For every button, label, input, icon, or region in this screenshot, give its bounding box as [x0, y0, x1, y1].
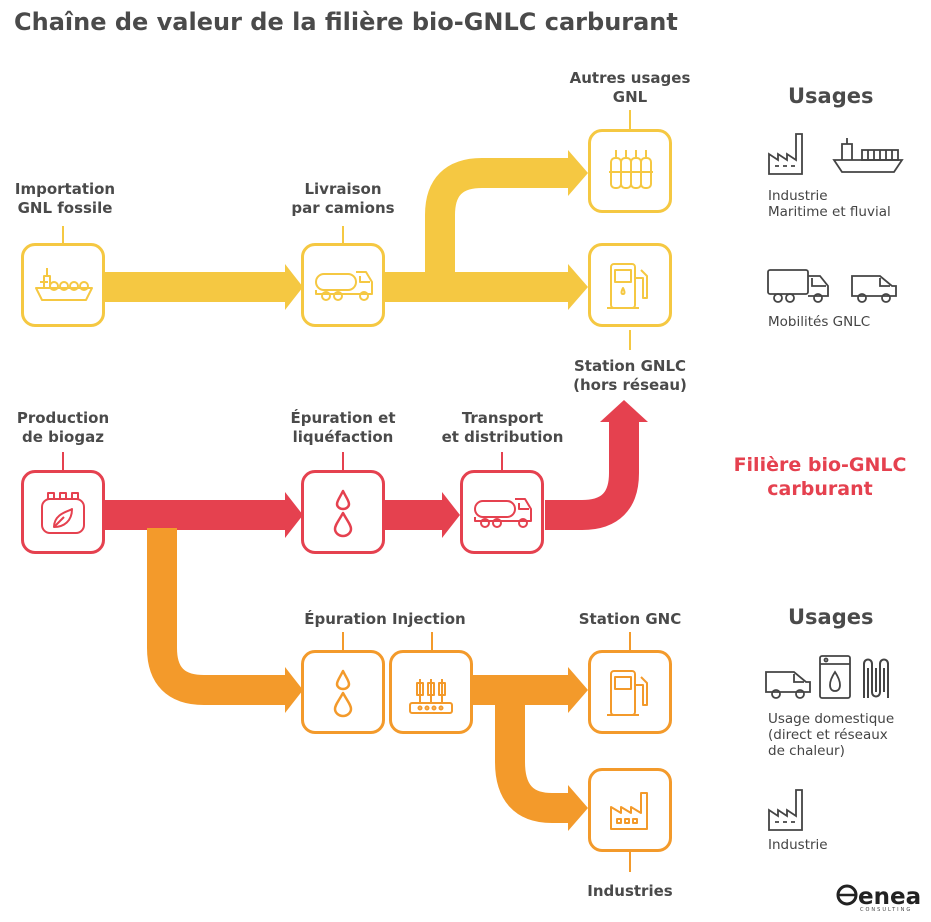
label-importation: Importation GNL fossile	[14, 180, 116, 217]
node-livraison	[301, 243, 385, 327]
tanker-truck-icon	[474, 498, 532, 528]
red-arrowhead-epuration	[285, 492, 303, 538]
node-epuration-liquefaction	[301, 470, 385, 554]
gas-cylinders-icon	[609, 150, 653, 189]
label-industries: Industries	[587, 882, 673, 900]
node-epuration	[301, 650, 385, 734]
usages-bottom-text-2: Industrie	[768, 837, 828, 853]
node-importation	[21, 243, 105, 327]
filiere-bio-gnlc-label: Filière bio-GNLC carburant	[733, 454, 907, 500]
node-industries	[588, 768, 672, 852]
orange-arrowhead-station	[568, 667, 588, 713]
van-icon	[765, 671, 811, 699]
usages-top-text-2: Mobilités GNLC	[768, 314, 871, 330]
page-title: Chaîne de valeur de la filière bio-GNLC …	[14, 8, 678, 36]
lng-tanker-ship-icon	[35, 268, 93, 301]
node-autres-usages	[588, 129, 672, 213]
cargo-ship-icon	[832, 138, 904, 173]
usages-top-text-1: Industrie Maritime et fluvial	[768, 188, 891, 220]
label-transport: Transport et distribution	[441, 409, 564, 446]
fuel-station-icon	[607, 263, 648, 309]
node-station-gnc	[588, 650, 672, 734]
node-production	[21, 470, 105, 554]
gas-injection-post-icon	[409, 679, 453, 714]
red-arrowhead-transport	[442, 492, 460, 538]
red-arrowhead-station	[600, 400, 648, 422]
factory-icon	[768, 133, 803, 175]
orange-arrowhead-industries	[568, 785, 588, 831]
usages-title-bottom: Usages	[788, 605, 874, 629]
label-autres-usages: Autres usages GNL	[569, 69, 691, 106]
usages-title-top: Usages	[788, 84, 874, 108]
node-station-gnlc	[588, 243, 672, 327]
label-production: Production de biogaz	[16, 409, 110, 446]
drops-icon	[333, 489, 353, 538]
yellow-arrowhead-station	[568, 264, 588, 310]
label-station-gnc: Station GNC	[578, 610, 682, 628]
boiler-icon	[819, 655, 851, 699]
usages-bottom-text-1: Usage domestique (direct et réseaux de c…	[768, 711, 895, 759]
drops-icon	[333, 669, 353, 718]
label-livraison: Livraison par camions	[291, 180, 395, 217]
factory-icon	[768, 789, 803, 831]
tanker-truck-icon	[315, 271, 373, 301]
node-transport	[460, 470, 544, 554]
factory-icon	[610, 792, 648, 830]
yellow-flow-branch	[425, 158, 568, 287]
yellow-arrowhead-autres	[568, 150, 588, 196]
label-epuration-liquefaction: Épuration et liquéfaction	[290, 409, 396, 446]
label-station-gnlc: Station GNLC (hors réseau)	[573, 357, 687, 394]
orange-arrowhead-epuration	[285, 667, 303, 713]
red-flow-to-station	[545, 420, 639, 530]
van-icon	[851, 275, 897, 303]
label-epuration-injection: Épuration Injection	[304, 610, 466, 628]
enea-logo-text: enea	[858, 884, 922, 910]
enea-logo-tagline: CONSULTING	[860, 907, 913, 913]
biogas-digester-icon	[41, 492, 85, 534]
truck-icon	[767, 269, 829, 303]
enea-logo-icon	[836, 884, 858, 906]
yellow-arrowhead-livraison	[285, 264, 303, 310]
node-injection	[389, 650, 473, 734]
radiator-icon	[863, 658, 889, 698]
orange-flow-industries	[495, 690, 568, 823]
orange-flow-main	[147, 528, 285, 705]
fuel-station-icon	[607, 670, 648, 716]
